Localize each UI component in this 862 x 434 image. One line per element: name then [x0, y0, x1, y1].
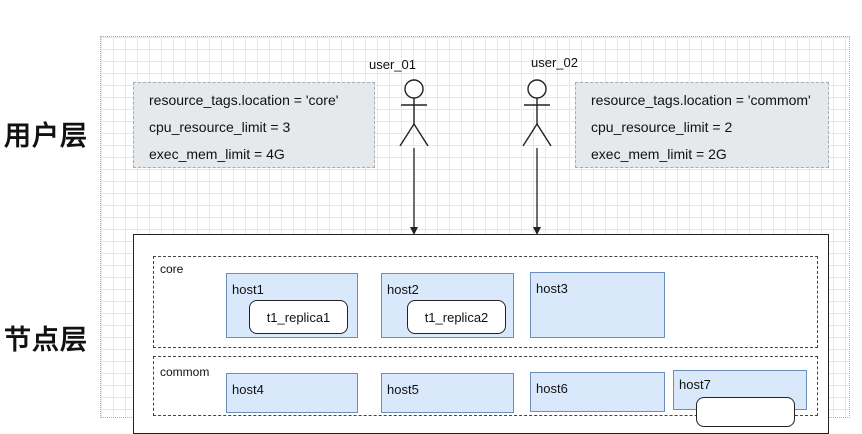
host5-label: host5	[387, 382, 419, 397]
host7-replica-box	[696, 397, 795, 427]
t1-replica2-box: t1_replica2	[407, 300, 506, 334]
host4-box: host4	[226, 373, 358, 413]
user-01-location-tag: resource_tags.location = 'core'	[149, 92, 339, 108]
core-group: core	[153, 256, 818, 348]
host5-box: host5	[381, 373, 514, 413]
host1-label: host1	[232, 282, 264, 297]
user-02-config-box: resource_tags.location = 'commom' cpu_re…	[575, 82, 829, 168]
host3-label: host3	[536, 281, 568, 296]
t1-replica1-box: t1_replica1	[249, 300, 348, 334]
user-01-arrow-head	[410, 227, 418, 235]
user-01-mem-limit: exec_mem_limit = 4G	[149, 146, 285, 162]
user-01-actor-icon	[399, 79, 429, 147]
host2-label: host2	[387, 282, 419, 297]
user-01-config-box: resource_tags.location = 'core' cpu_reso…	[133, 82, 375, 168]
host6-box: host6	[530, 372, 665, 412]
user-01-cpu-limit: cpu_resource_limit = 3	[149, 119, 291, 135]
node-layer-label: 节点层	[4, 325, 88, 356]
user-02-mem-limit: exec_mem_limit = 2G	[591, 146, 727, 162]
user-02-actor-icon	[522, 79, 552, 147]
host6-label: host6	[536, 381, 568, 396]
core-group-label: core	[160, 262, 184, 276]
user-layer-label: 用户层	[4, 121, 88, 152]
user-02-cpu-limit: cpu_resource_limit = 2	[591, 119, 733, 135]
host4-label: host4	[232, 382, 264, 397]
user-02-label: user_02	[531, 55, 578, 70]
user-02-arrow-head	[533, 227, 541, 235]
user-01-label: user_01	[369, 57, 416, 72]
user-02-location-tag: resource_tags.location = 'commom'	[591, 92, 811, 108]
connector-arrows	[410, 148, 541, 235]
host7-label: host7	[679, 377, 711, 392]
commom-group-label: commom	[160, 365, 210, 379]
host3-box: host3	[530, 272, 665, 338]
